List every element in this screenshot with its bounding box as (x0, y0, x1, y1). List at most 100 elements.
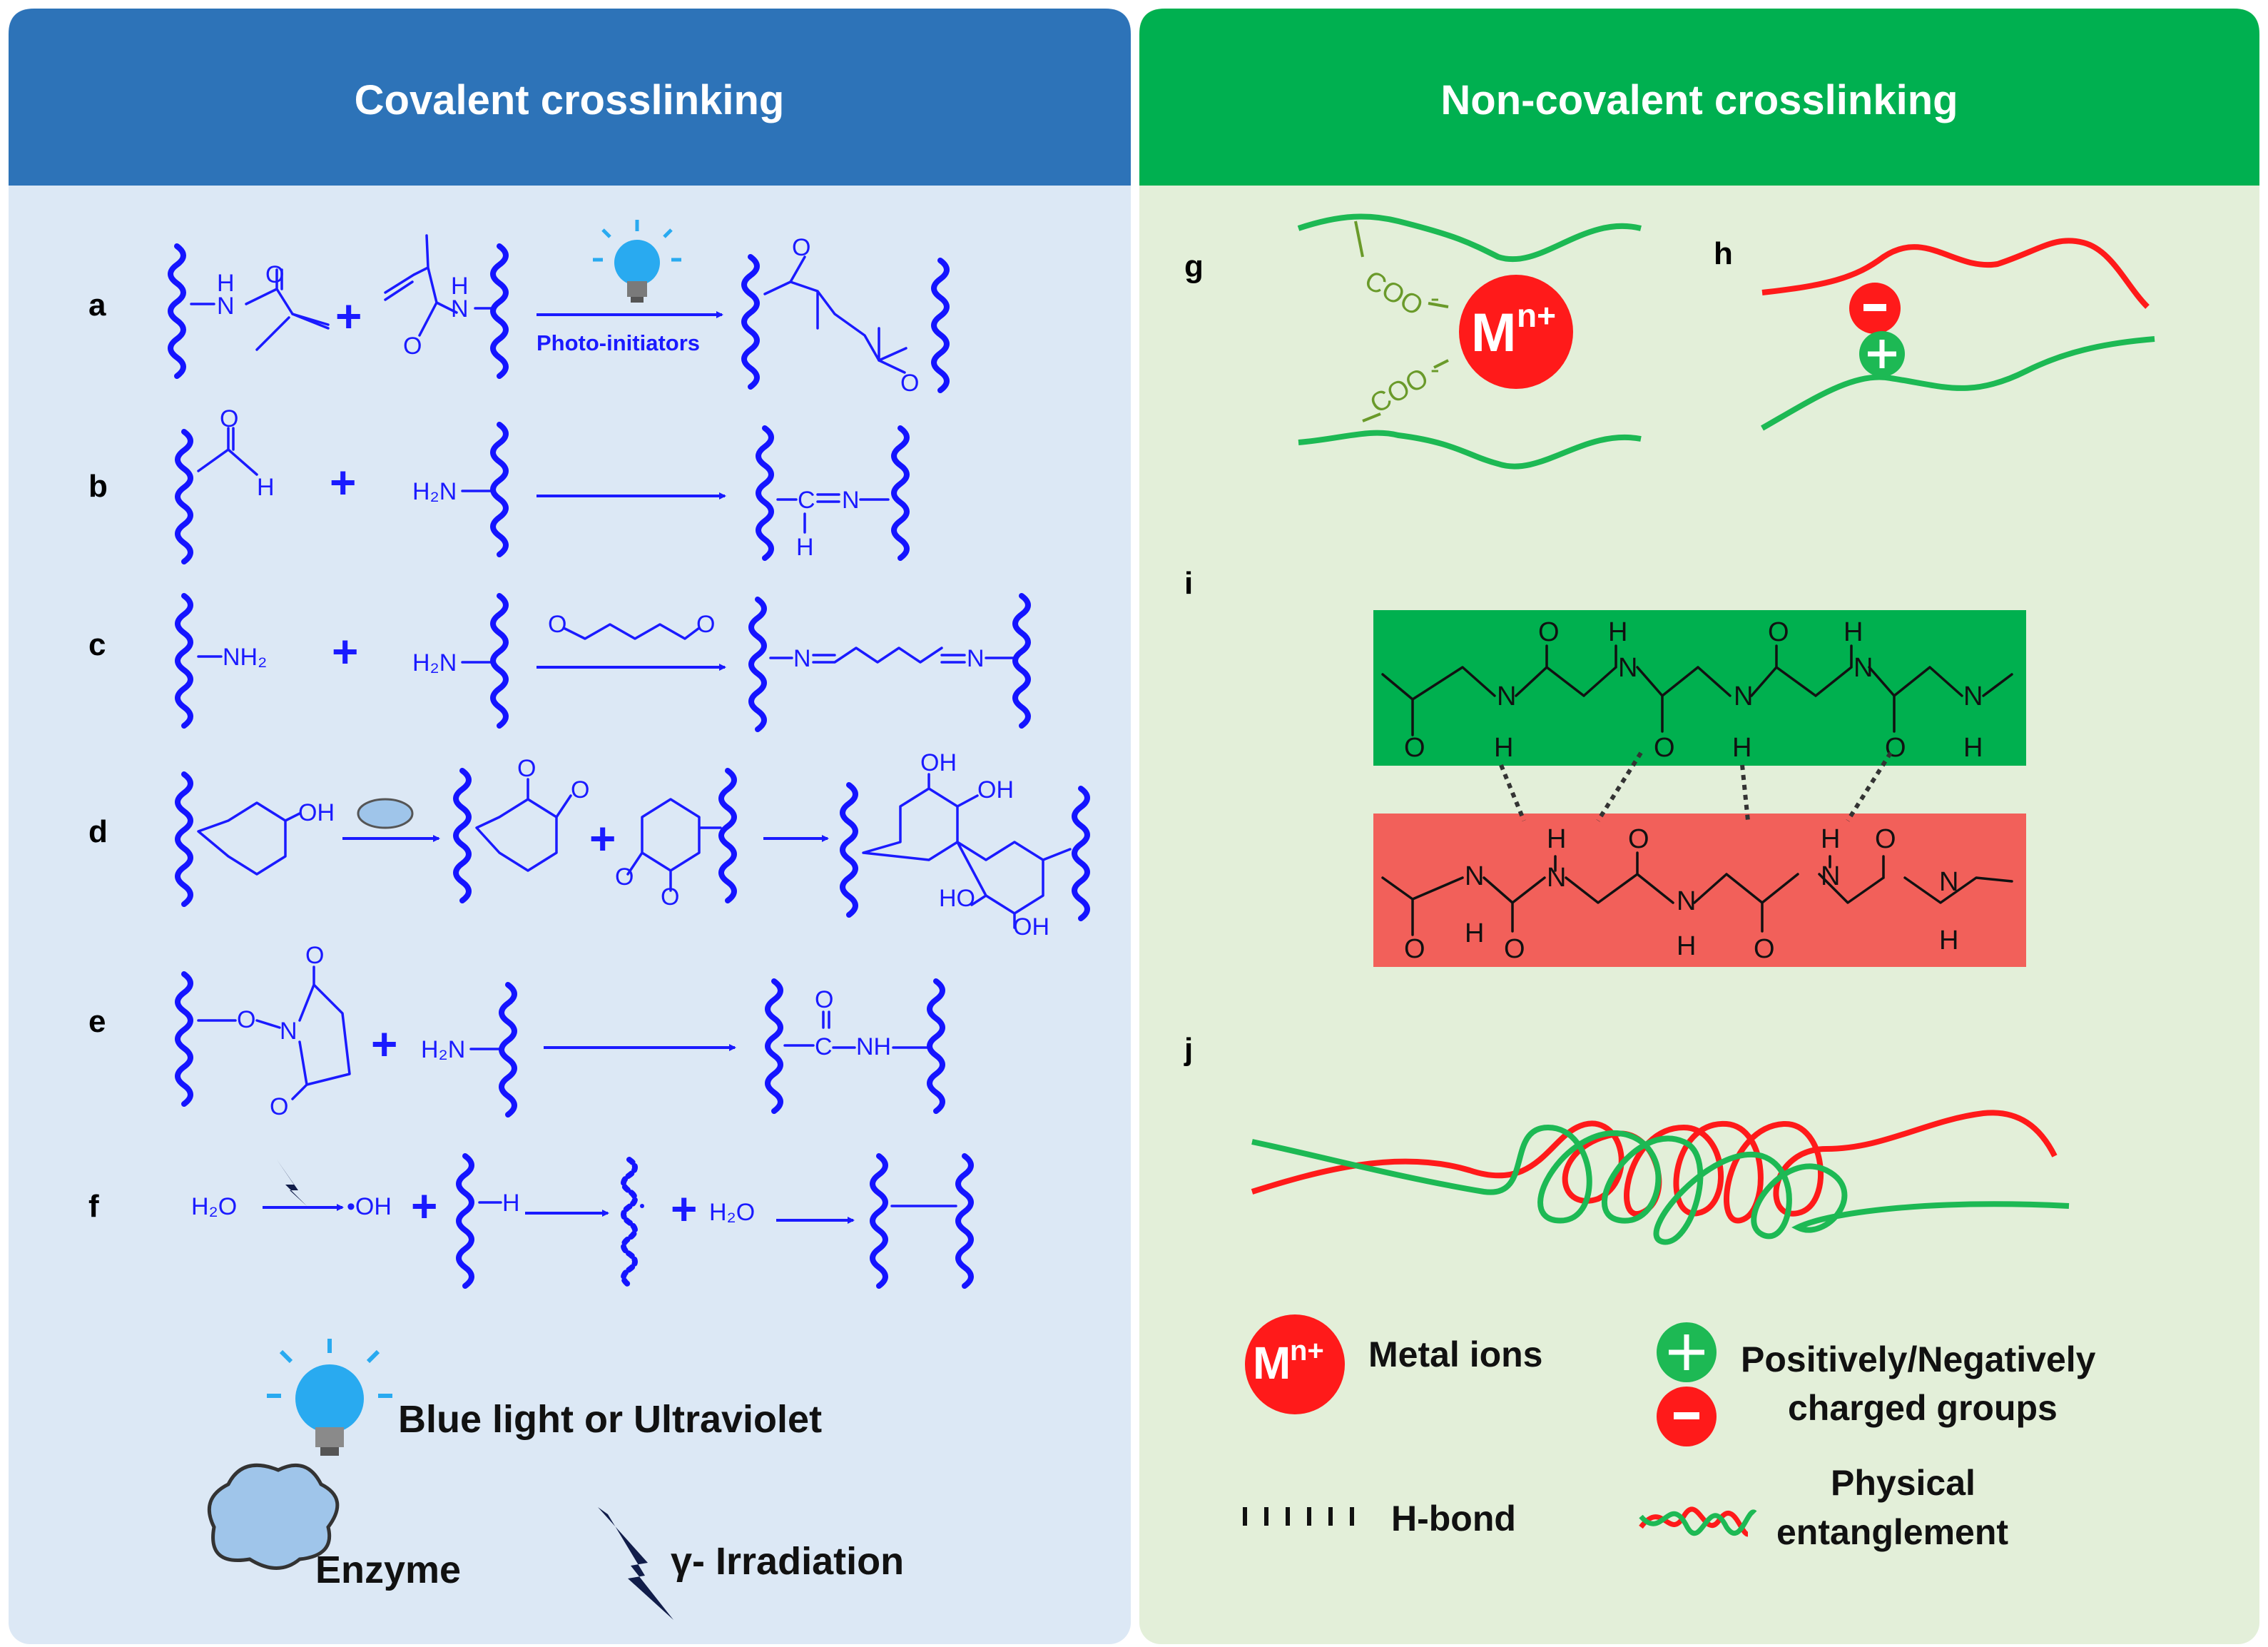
panel-letter-g: g (1184, 249, 1204, 284)
covalent-header (9, 9, 1131, 186)
row-letter-c: c (88, 627, 106, 662)
svg-text:N: N (1821, 861, 1840, 891)
row-letter-b: b (88, 469, 108, 504)
svg-text:C: C (815, 1033, 833, 1060)
metal-ion-legend-charge: n+ (1290, 1335, 1324, 1367)
svg-text:NH: NH (856, 1033, 891, 1060)
svg-text:+: + (371, 1018, 397, 1070)
noncovalent-legend: M n+ Metal ions Positively/Negatively ch… (1243, 1314, 2096, 1552)
svg-text:O: O (900, 370, 919, 397)
noncovalent-panel: Non-covalent crosslinking g COO COO - - … (1139, 9, 2259, 1644)
polymer-chain-green (1761, 336, 2155, 431)
svg-text:O: O (696, 611, 715, 638)
covalent-legend: Blue light or Ultraviolet Enzyme γ- Irra… (207, 1339, 904, 1620)
svg-text:O: O (615, 863, 634, 891)
svg-text:N: N (793, 645, 811, 672)
svg-text:N: N (451, 295, 469, 323)
svg-text:H₂O: H₂O (191, 1193, 237, 1220)
metal-ion-circle (1459, 275, 1573, 389)
svg-text:O: O (265, 261, 284, 288)
row-letter-e: e (88, 1004, 106, 1039)
svg-text:N: N (1497, 681, 1516, 711)
svg-text:-: - (1430, 283, 1440, 313)
svg-text:+: + (332, 626, 358, 677)
enzyme-cloud-icon (207, 1463, 340, 1570)
svg-text:O: O (1885, 733, 1906, 763)
row-letter-f: f (88, 1189, 99, 1224)
svg-text:N: N (967, 645, 985, 672)
svg-text:+: + (411, 1180, 437, 1232)
panel-j-entanglement: j (1184, 1032, 2070, 1245)
noncovalent-title: Non-covalent crosslinking (1440, 77, 1958, 123)
svg-text:H: H (1821, 824, 1840, 854)
polymer-chain-red (1761, 238, 2150, 309)
legend-light-label: Blue light or Ultraviolet (398, 1398, 822, 1441)
nhs-ester-ring (291, 966, 351, 1100)
svg-text:N: N (1547, 863, 1566, 893)
phenol-ring (197, 801, 301, 876)
svg-text:O: O (1404, 934, 1425, 964)
legend-enzyme-label: Enzyme (315, 1549, 461, 1591)
svg-text:H: H (1547, 824, 1566, 854)
quinone-ring (475, 778, 572, 872)
svg-text:H: H (1677, 931, 1696, 961)
enzyme-cloud-icon (357, 798, 414, 829)
svg-text:-: - (1430, 355, 1440, 385)
svg-text:HO: HO (939, 885, 975, 912)
svg-text:O: O (571, 776, 589, 804)
panel-g-metal-coordination: g COO COO - - M n+ (1184, 213, 1642, 470)
svg-text:N: N (1734, 681, 1753, 711)
svg-text:+: + (589, 813, 616, 864)
svg-text:O: O (815, 986, 833, 1013)
svg-text:H: H (1963, 733, 1983, 763)
svg-text:O: O (1504, 934, 1525, 964)
row-letter-a: a (88, 288, 106, 323)
svg-text:N: N (842, 487, 860, 514)
svg-text:O: O (1628, 824, 1649, 854)
svg-text:H: H (796, 534, 814, 561)
svg-text:H: H (257, 474, 275, 501)
svg-text:N: N (1618, 653, 1637, 683)
svg-text:O: O (792, 234, 810, 261)
light-bulb-icon (593, 220, 681, 303)
svg-text:OH: OH (298, 799, 335, 826)
legend-charged-line2: charged groups (1788, 1388, 2058, 1428)
metal-ion-charge: n+ (1517, 297, 1556, 334)
covalent-background (9, 9, 1131, 1644)
svg-text:H: H (1844, 617, 1863, 647)
light-bulb-icon (267, 1339, 392, 1456)
panel-letter-i: i (1184, 566, 1193, 601)
row-letter-d: d (88, 814, 108, 849)
svg-text:N: N (280, 1018, 298, 1045)
svg-text:O: O (1768, 617, 1789, 647)
svg-text:O: O (1404, 733, 1425, 763)
svg-text:OH: OH (1013, 913, 1049, 941)
svg-text:N: N (1465, 861, 1484, 891)
legend-hbond-label: H-bond (1391, 1499, 1516, 1539)
svg-text:O: O (1754, 934, 1775, 964)
legend-charged-line1: Positively/Negatively (1741, 1339, 2096, 1379)
svg-text:O: O (548, 611, 566, 638)
reaction-row-c: c NH₂ + H₂N O O N N (88, 596, 1028, 729)
svg-text:O: O (1875, 824, 1896, 854)
peptide-strand-green-box (1373, 610, 2026, 766)
entanglement-legend-icon (1639, 1506, 1757, 1537)
svg-text:H: H (1608, 617, 1627, 647)
covalent-title: Covalent crosslinking (355, 77, 785, 123)
svg-text:H: H (217, 270, 235, 297)
svg-text:O: O (237, 1006, 255, 1033)
metal-ion-symbol: M (1471, 303, 1516, 363)
svg-text:H: H (1494, 733, 1513, 763)
svg-text:OH: OH (920, 749, 957, 776)
svg-text:H₂N: H₂N (412, 649, 457, 676)
svg-text:N: N (1677, 886, 1696, 916)
legend-entangle-line1: Physical (1831, 1463, 1975, 1503)
svg-text:H₂N: H₂N (421, 1036, 465, 1063)
svg-text:•OH: •OH (347, 1193, 392, 1220)
dityrosine-structure (862, 773, 1072, 929)
svg-text:OH: OH (977, 776, 1014, 804)
hydrogen-bond-dashes (1499, 751, 1893, 822)
svg-text:O: O (661, 883, 679, 911)
covalent-panel: Covalent crosslinking a H N O + H N O Ph… (9, 9, 1131, 1644)
